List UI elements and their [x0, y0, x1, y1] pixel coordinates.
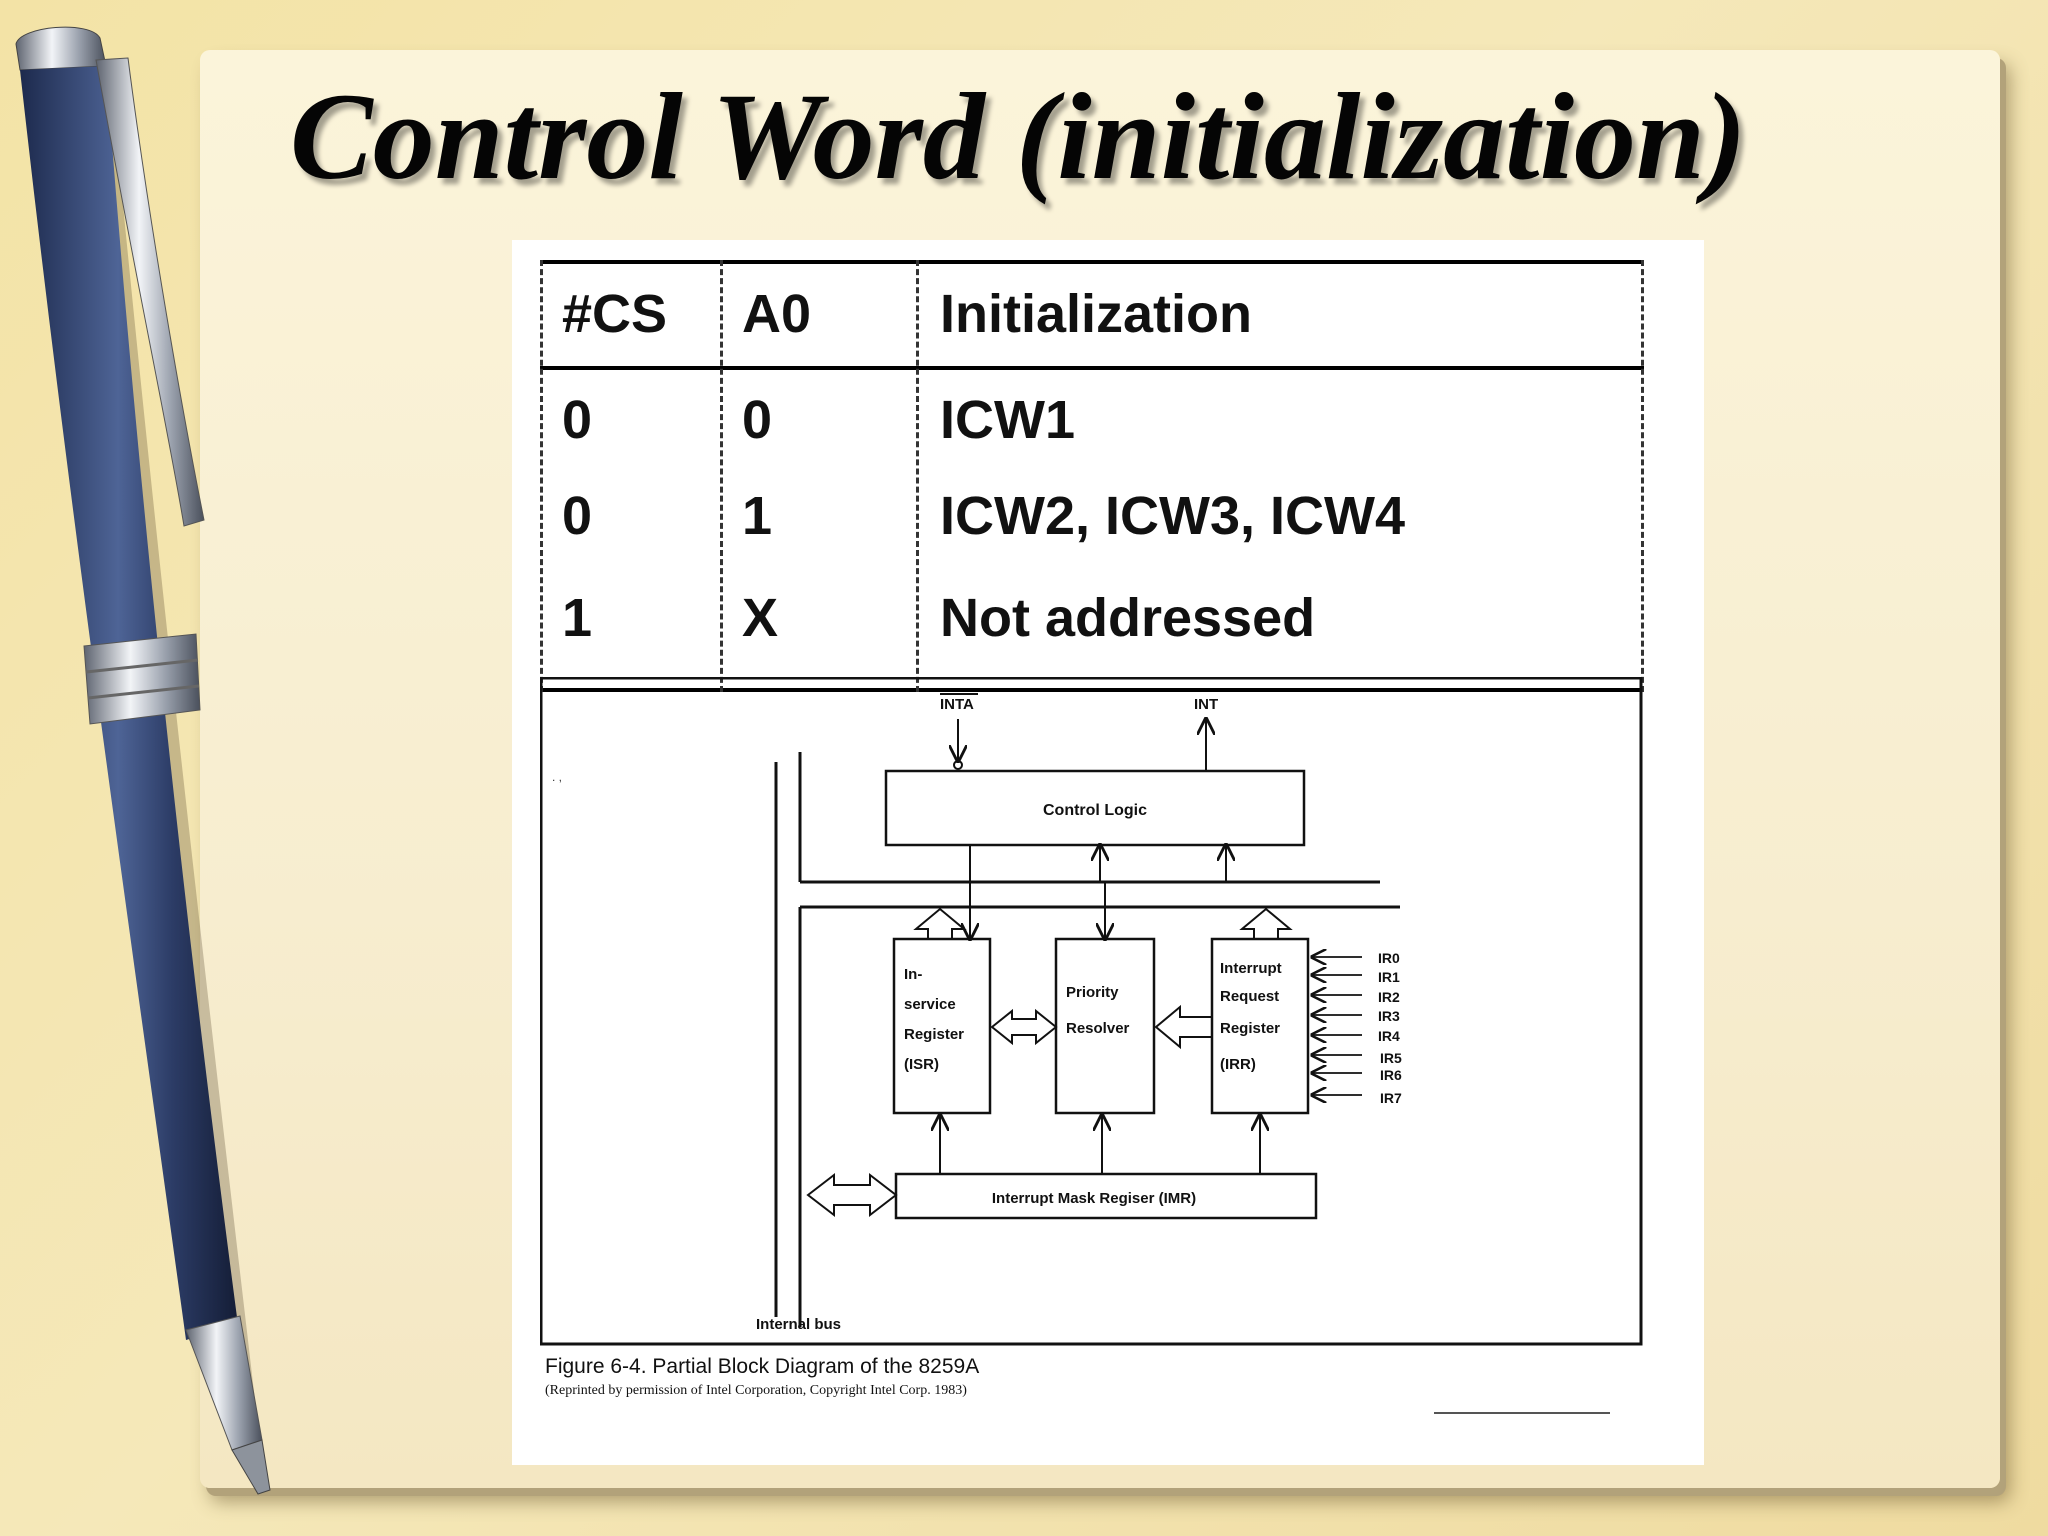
- int-label: INT: [1194, 696, 1218, 713]
- inta-bubble: [953, 760, 963, 770]
- irr-priority-hollow-arrow: [1154, 1004, 1212, 1050]
- table-cell: 0: [742, 390, 773, 450]
- inta-label: INTA: [940, 696, 974, 713]
- slide-title: Control Word (initialization): [290, 68, 1747, 205]
- ir-input-arrows: [1312, 957, 1362, 1095]
- bus-imr-double-arrow: [806, 1172, 898, 1218]
- pen-illustration: [15, 26, 271, 1495]
- irr-label-line: Interrupt: [1220, 960, 1282, 977]
- priority-resolver-label-line: Priority: [1066, 984, 1119, 1001]
- control-logic-label: Control Logic: [1043, 802, 1147, 819]
- table-cell: ICW1: [940, 390, 1075, 450]
- table-left-border: [540, 260, 543, 692]
- priority-resolver-label-line: Resolver: [1066, 1020, 1130, 1037]
- pen-tip: [231, 1439, 271, 1495]
- isr-block: [892, 937, 992, 1115]
- ir-line-label: IR3: [1378, 1008, 1400, 1024]
- irr-label-line: Register: [1220, 1020, 1280, 1037]
- scan-mark: . ,: [552, 770, 562, 784]
- figure-card: #CS A0 Initialization 0 0 ICW1 0 1 ICW2,…: [512, 240, 1704, 1465]
- isr-label-line: In-: [904, 966, 922, 983]
- bus-hollow-arrow: [913, 907, 967, 939]
- table-cell: ICW2, ICW3, ICW4: [940, 486, 1406, 546]
- initialization-table: #CS A0 Initialization 0 0 ICW1 0 1 ICW2,…: [540, 260, 1644, 692]
- ir-line-label: IR7: [1380, 1090, 1402, 1106]
- table-cell: 0: [562, 486, 593, 546]
- imr-label: Interrupt Mask Regiser (IMR): [992, 1190, 1196, 1207]
- isr-label-line: service: [904, 996, 956, 1013]
- table-column-divider: [720, 260, 723, 692]
- irr-label-line: Request: [1220, 988, 1279, 1005]
- pen-cap-top: [15, 26, 107, 71]
- ir-line-label: IR2: [1378, 989, 1400, 1005]
- table-cell: Not addressed: [940, 588, 1316, 648]
- pen-nose: [185, 1315, 263, 1451]
- irr-label-line: (IRR): [1220, 1056, 1256, 1073]
- isr-label-line: (ISR): [904, 1056, 939, 1073]
- bus-hollow-arrow: [1239, 907, 1293, 939]
- table-header-cs: #CS: [562, 284, 668, 344]
- table-right-border: [1641, 260, 1644, 692]
- internal-bus-label: Internal bus: [756, 1316, 841, 1333]
- table-cell: 1: [562, 588, 593, 648]
- block-diagram-8259a: INTA INT Control Logic In- service Regis…: [540, 677, 1643, 1346]
- figure-credit: (Reprinted by permission of Intel Corpor…: [545, 1383, 967, 1398]
- table-cell: 0: [562, 390, 593, 450]
- ir-line-label: IR6: [1380, 1067, 1402, 1083]
- table-header-a0: A0: [742, 284, 812, 344]
- table-header-rule: [540, 366, 1644, 370]
- table-cell: X: [742, 588, 779, 648]
- diagram-frame: [540, 677, 1643, 1346]
- pen-ring-groove: [87, 684, 200, 700]
- table-cell: 1: [742, 486, 773, 546]
- table-header-initialization: Initialization: [940, 284, 1253, 344]
- table-column-divider: [916, 260, 919, 692]
- figure-caption: Figure 6-4. Partial Block Diagram of the…: [545, 1355, 980, 1378]
- isr-priority-double-arrow: [990, 1008, 1058, 1046]
- pen-ring-groove: [85, 658, 199, 674]
- ir-line-label: IR1: [1378, 969, 1400, 985]
- ir-line-label: IR4: [1378, 1028, 1400, 1044]
- isr-label-line: Register: [904, 1026, 964, 1043]
- irr-block: [1210, 937, 1310, 1115]
- ir-line-label: IR5: [1380, 1050, 1402, 1066]
- caption-rule: [1434, 1412, 1610, 1414]
- table-top-rule: [540, 260, 1644, 264]
- pen-clip: [95, 57, 205, 527]
- pen-ring: [83, 633, 201, 725]
- table-bottom-rule: [540, 688, 1644, 692]
- ir-line-label: IR0: [1378, 950, 1400, 966]
